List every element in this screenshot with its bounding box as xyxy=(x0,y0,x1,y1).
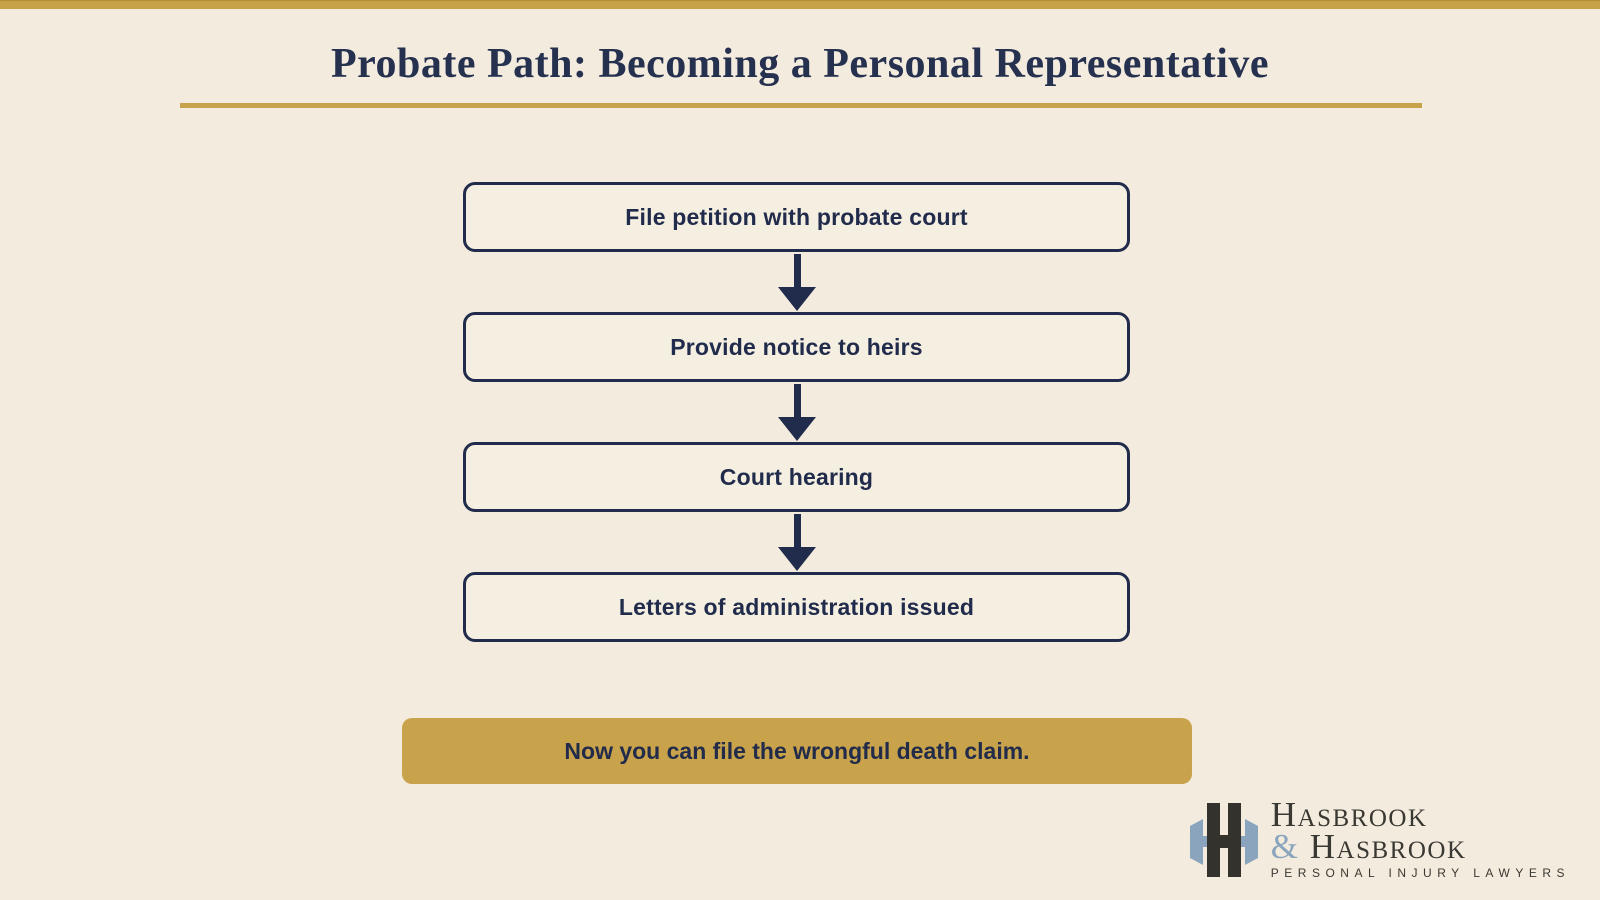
down-arrow-icon xyxy=(778,254,816,311)
flow-step-box-1: File petition with probate court xyxy=(463,182,1130,252)
flow-step-box-3: Court hearing xyxy=(463,442,1130,512)
hh-monogram-icon xyxy=(1189,802,1258,877)
result-callout-box: Now you can file the wrongful death clai… xyxy=(402,718,1192,784)
hasbrook-logo: Hasbrook & Hasbrook PERSONAL INJURY LAWY… xyxy=(1189,795,1570,880)
logo-wordmark: Hasbrook & Hasbrook PERSONAL INJURY LAWY… xyxy=(1270,795,1570,880)
logo-line-1: Hasbrook xyxy=(1270,795,1428,834)
page-title: Probate Path: Becoming a Personal Repres… xyxy=(330,41,1270,87)
logo-ampersand: & xyxy=(1270,827,1300,866)
flow-step-label: Letters of administration issued xyxy=(618,593,975,620)
down-arrow-icon xyxy=(778,514,816,571)
logo-line-2: & Hasbrook xyxy=(1270,827,1467,866)
flow-step-label: File petition with probate court xyxy=(625,203,968,230)
flow-step-label: Court hearing xyxy=(719,463,874,490)
top-accent-bar xyxy=(0,0,1600,9)
flow-step-box-2: Provide notice to heirs xyxy=(463,312,1130,382)
title-underline-rule xyxy=(180,103,1422,108)
flow-step-box-4: Letters of administration issued xyxy=(463,572,1130,642)
logo-tagline: PERSONAL INJURY LAWYERS xyxy=(1270,866,1570,880)
result-callout-label: Now you can file the wrongful death clai… xyxy=(564,737,1030,764)
down-arrow-icon xyxy=(778,384,816,441)
flow-step-label: Provide notice to heirs xyxy=(670,333,923,360)
